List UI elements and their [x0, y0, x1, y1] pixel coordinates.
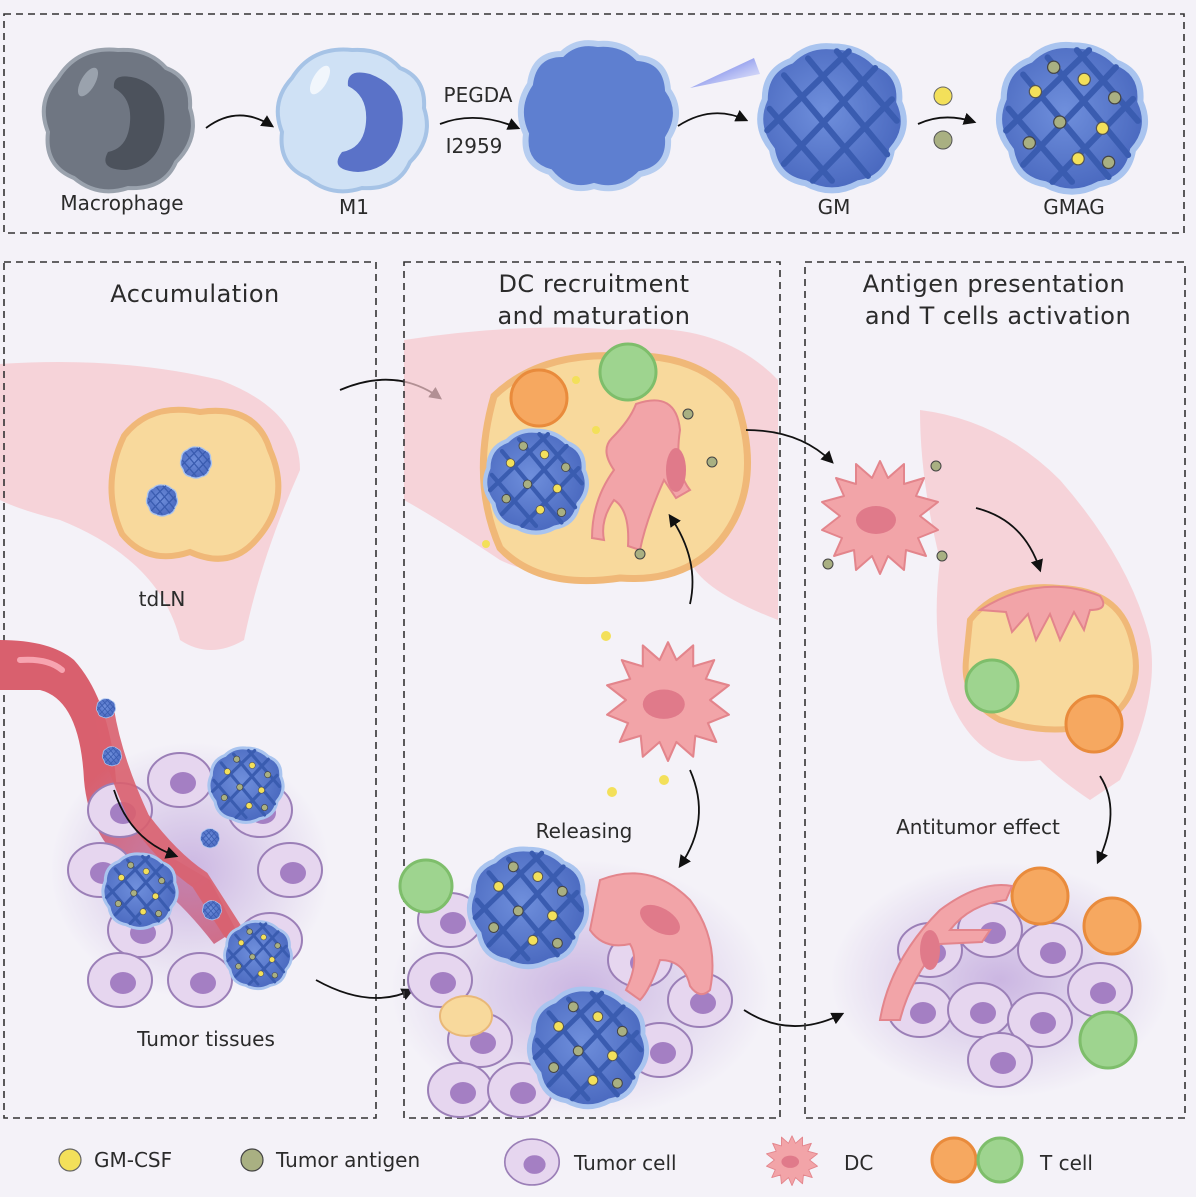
arrow-recruitment-to-presentation-bottom: [743, 1009, 845, 1027]
gmag-label: GMAG: [1043, 195, 1105, 219]
macrophage-label: Macrophage: [60, 191, 183, 215]
dendritic-cell-mature-icon: [821, 460, 948, 575]
gelled-cell-icon: [517, 40, 679, 192]
lymph-node-activation-icon: [962, 584, 1139, 754]
recruitment-title-line2: and maturation: [497, 302, 690, 330]
arrow-dc-to-tcell-node: [975, 507, 1043, 573]
arrow-to-antitumor: [1096, 775, 1112, 865]
lymph-node-icon: [108, 406, 282, 562]
gmag-particle-icon: [999, 45, 1145, 192]
arrow-gm-to-gmag: [917, 112, 977, 125]
arrow-dc-to-node: [668, 513, 694, 605]
m1-macrophage-icon: [275, 47, 429, 194]
releasing-label: Releasing: [536, 819, 633, 843]
legend-tcell-orange-icon: [930, 1136, 978, 1184]
gmcsf-dot-icon: [933, 86, 953, 106]
arrow-macrophage-to-m1: [205, 114, 275, 129]
presentation-title-line1: Antigen presentation: [863, 270, 1125, 298]
gm-particle-icon: [760, 46, 904, 190]
recruitment-panel: DC recruitment and maturation Releasing: [390, 261, 781, 1120]
macrophage-icon: [41, 47, 195, 194]
legend-dc-icon: [766, 1135, 818, 1186]
arrow-m1-to-gelled: [439, 117, 521, 130]
tumor-releasing-icon: [398, 849, 733, 1118]
arrow-light-curing: [677, 110, 749, 127]
uv-light-icon: [690, 58, 760, 88]
legend-gmcsf-icon: [58, 1148, 82, 1172]
legend-tumor-cell-label: Tumor cell: [573, 1151, 677, 1175]
synthesis-panel: Macrophage M1 PEGDA I2959 GM GMAG: [3, 13, 1185, 234]
presentation-panel-border: [804, 261, 1186, 1119]
presentation-title-line2: and T cells activation: [865, 302, 1131, 330]
gm-label: GM: [818, 195, 851, 219]
legend-tcell-green-icon: [976, 1136, 1024, 1184]
arrow-recruitment-to-presentation-top: [745, 429, 834, 464]
tdln-label: tdLN: [139, 587, 186, 611]
legend-antigen-label: Tumor antigen: [275, 1148, 420, 1172]
presentation-panel: Antigen presentation and T cells activat…: [804, 261, 1186, 1119]
antitumor-effect-label: Antitumor effect: [896, 815, 1060, 839]
accumulation-panel: Accumulation tdLN Tumor tissues: [0, 261, 377, 1119]
legend-tcell-label: T cell: [1039, 1151, 1093, 1175]
tumor-tissues-label: Tumor tissues: [136, 1027, 275, 1051]
arrow-into-tumor: [113, 789, 179, 859]
m1-label: M1: [339, 195, 369, 219]
legend: GM-CSF Tumor antigen Tumor cell DC T cel…: [58, 1135, 1093, 1186]
antigen-dot-icon: [933, 130, 953, 150]
dendritic-cell-recruited-icon: [606, 641, 730, 762]
tumor-attacked-icon: [878, 866, 1142, 1088]
reagent-pegda-label: PEGDA: [444, 83, 513, 107]
legend-antigen-icon: [240, 1148, 264, 1172]
legend-gmcsf-label: GM-CSF: [94, 1148, 172, 1172]
legend-tumor-cell-icon: [503, 1138, 561, 1186]
legend-dc-label: DC: [844, 1151, 873, 1175]
accumulation-title: Accumulation: [110, 280, 280, 308]
arrow-release-to-dc: [678, 769, 700, 869]
recruitment-title-line1: DC recruitment: [498, 270, 689, 298]
synthesis-panel-border: [3, 13, 1185, 234]
reagent-i2959-label: I2959: [446, 134, 503, 158]
lymph-node-recruitment-icon: [479, 342, 751, 585]
